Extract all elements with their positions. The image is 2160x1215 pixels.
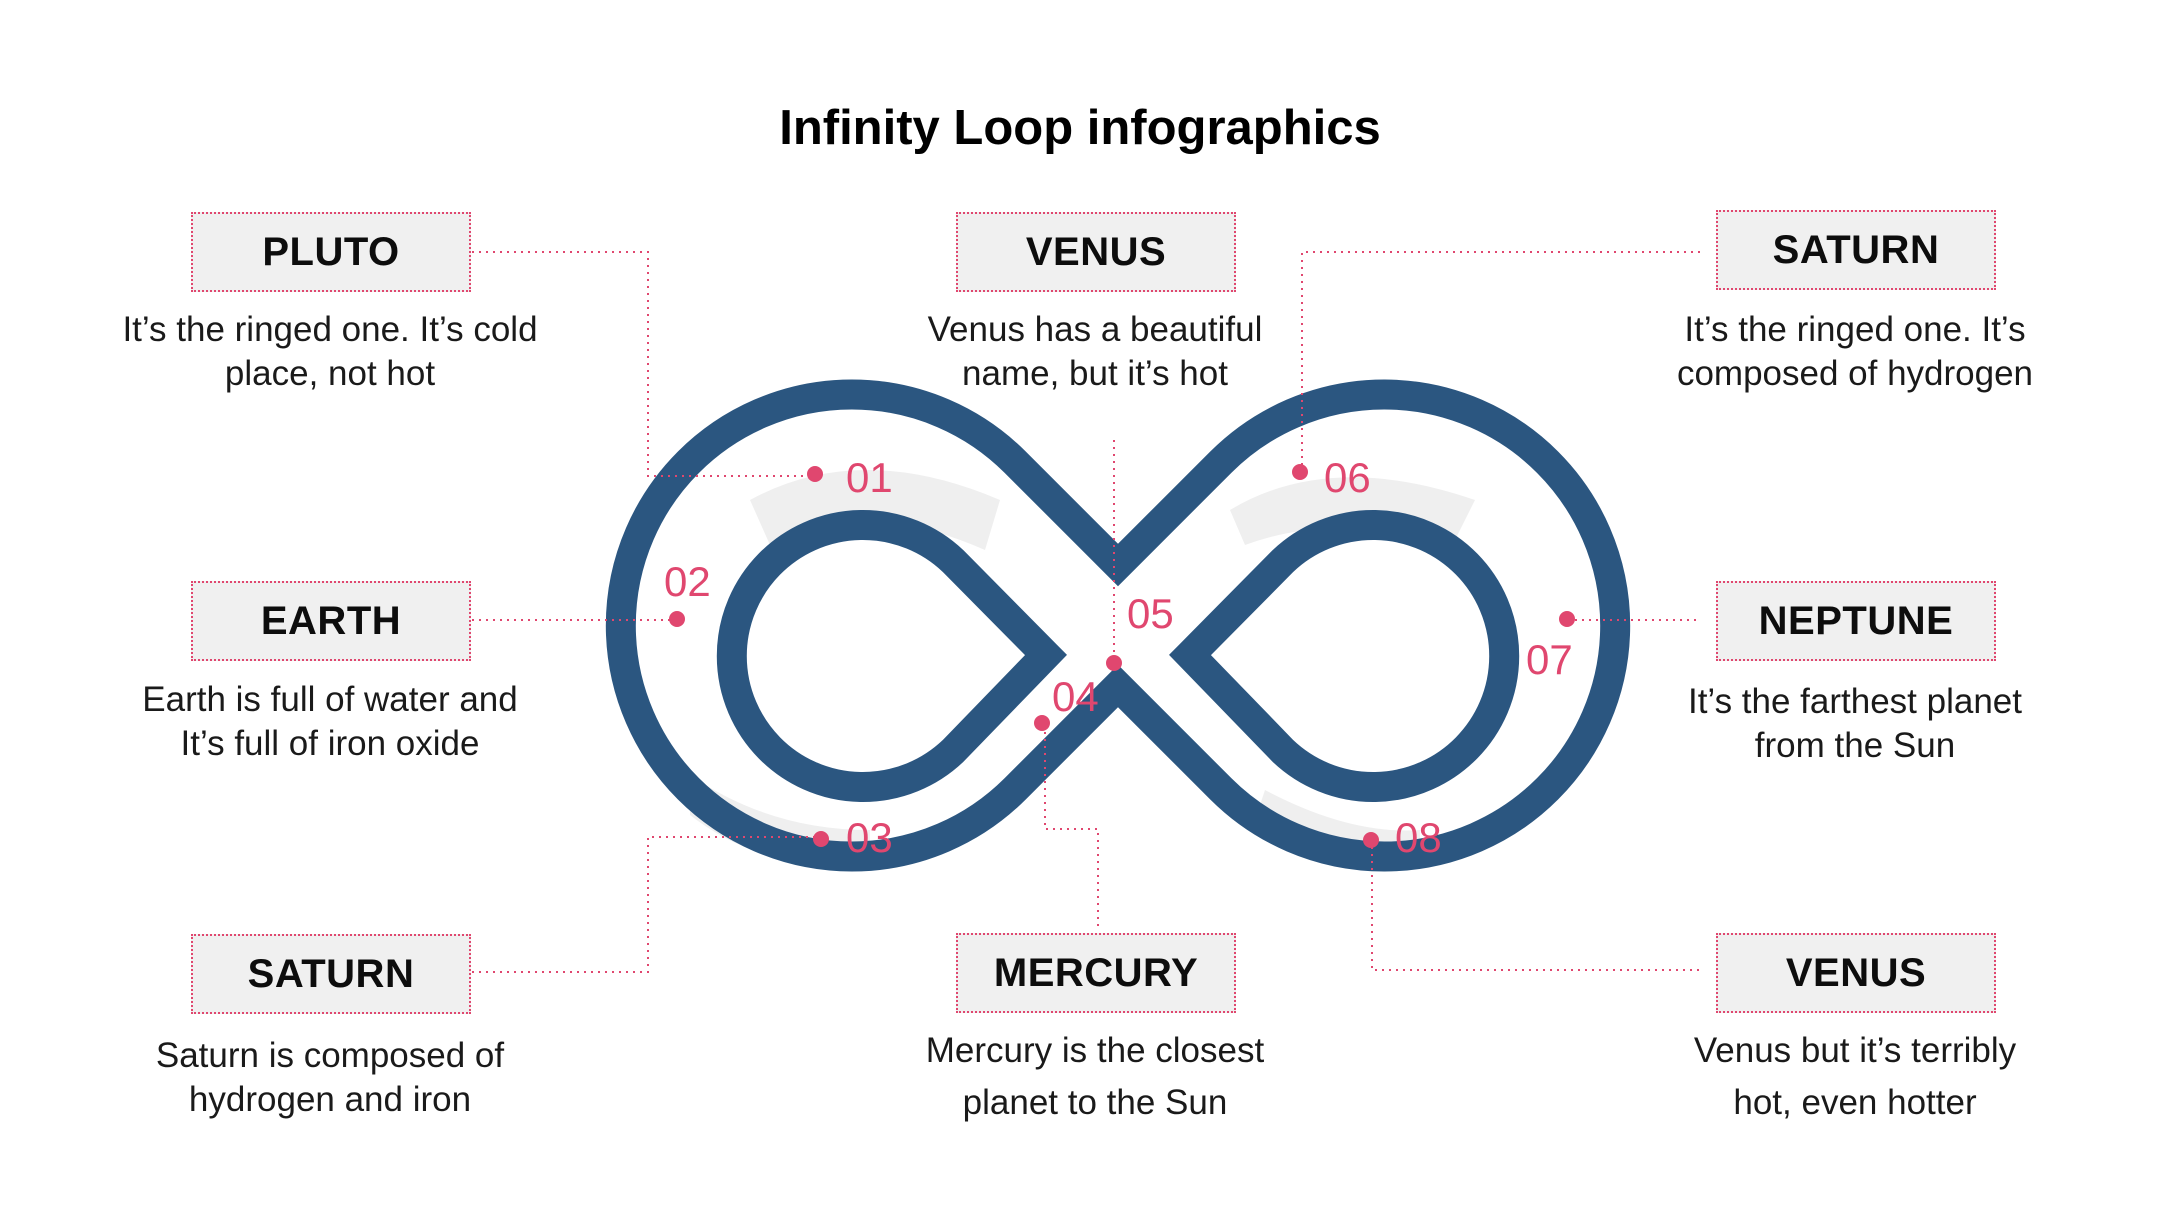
label-saturn-right: SATURN bbox=[1716, 210, 1996, 290]
marker-dot-06 bbox=[1292, 464, 1308, 480]
step-number-06: 06 bbox=[1324, 454, 1371, 501]
desc-line: It’s the ringed one. It’s bbox=[1684, 310, 2026, 349]
desc-earth: Earth is full of water and It’s full of … bbox=[90, 678, 570, 766]
marker-dot-07 bbox=[1559, 611, 1575, 627]
desc-venus-bottom: Venus but it’s terribly hot, even hotter bbox=[1615, 1025, 2095, 1129]
desc-line: composed of hydrogen bbox=[1676, 354, 2034, 393]
leader-line-03 bbox=[472, 836, 820, 973]
step-number-07: 07 bbox=[1526, 636, 1573, 683]
band-highlight-top-left bbox=[750, 470, 1000, 550]
page-title: Infinity Loop infographics bbox=[779, 101, 1381, 155]
desc-line: hydrogen and iron bbox=[188, 1080, 472, 1119]
step-number-08: 08 bbox=[1395, 814, 1442, 861]
step-number-01: 01 bbox=[846, 454, 893, 501]
leader-line-08 bbox=[1371, 840, 1700, 971]
desc-line: Mercury is the closest bbox=[925, 1031, 1265, 1070]
desc-line: planet to the Sun bbox=[962, 1083, 1228, 1122]
desc-line: Earth is full of water and bbox=[142, 680, 518, 719]
desc-saturn-right: It’s the ringed one. It’s composed of hy… bbox=[1615, 308, 2095, 396]
step-number-02: 02 bbox=[664, 558, 711, 605]
marker-dot-05 bbox=[1106, 655, 1122, 671]
leader-line-06 bbox=[1301, 251, 1700, 474]
desc-line: place, not hot bbox=[224, 354, 436, 393]
step-numbers: 01 02 03 04 05 06 07 08 bbox=[664, 454, 1573, 861]
label-earth: EARTH bbox=[191, 581, 471, 661]
label-venus-top: VENUS bbox=[956, 212, 1236, 292]
desc-neptune: It’s the farthest planet from the Sun bbox=[1615, 680, 2095, 768]
label-neptune: NEPTUNE bbox=[1716, 581, 1996, 661]
desc-line: It’s the ringed one. It’s cold bbox=[122, 310, 538, 349]
desc-line: It’s the farthest planet bbox=[1687, 682, 2022, 721]
marker-dot-04 bbox=[1034, 715, 1050, 731]
marker-dots bbox=[669, 464, 1575, 848]
label-saturn-left: SATURN bbox=[191, 934, 471, 1014]
label-pluto: PLUTO bbox=[191, 212, 471, 292]
desc-mercury: Mercury is the closest planet to the Sun bbox=[855, 1025, 1335, 1129]
desc-saturn-left: Saturn is composed of hydrogen and iron bbox=[90, 1034, 570, 1122]
label-mercury: MERCURY bbox=[956, 933, 1236, 1013]
leader-line-01 bbox=[472, 251, 815, 477]
desc-line: Venus but it’s terribly bbox=[1693, 1031, 2017, 1070]
desc-line: name, but it’s hot bbox=[962, 354, 1228, 393]
desc-line: Venus has a beautiful bbox=[927, 310, 1263, 349]
loop-inner-band bbox=[716, 510, 1520, 802]
desc-venus-top: Venus has a beautiful name, but it’s hot bbox=[855, 308, 1335, 396]
marker-dot-08 bbox=[1363, 832, 1379, 848]
desc-pluto: It’s the ringed one. It’s cold place, no… bbox=[90, 308, 570, 396]
desc-line: It’s full of iron oxide bbox=[180, 724, 480, 763]
step-number-03: 03 bbox=[846, 814, 893, 861]
marker-dot-01 bbox=[807, 466, 823, 482]
label-venus-bottom: VENUS bbox=[1716, 933, 1996, 1013]
loop-outer-band bbox=[605, 379, 1631, 872]
desc-line: from the Sun bbox=[1754, 726, 1956, 765]
marker-dot-03 bbox=[813, 831, 829, 847]
desc-line: Saturn is composed of bbox=[155, 1036, 505, 1075]
marker-dot-02 bbox=[669, 611, 685, 627]
step-number-05: 05 bbox=[1127, 590, 1174, 637]
leader-lines bbox=[472, 251, 1700, 973]
step-number-04: 04 bbox=[1052, 673, 1099, 720]
desc-line: hot, even hotter bbox=[1733, 1083, 1977, 1122]
